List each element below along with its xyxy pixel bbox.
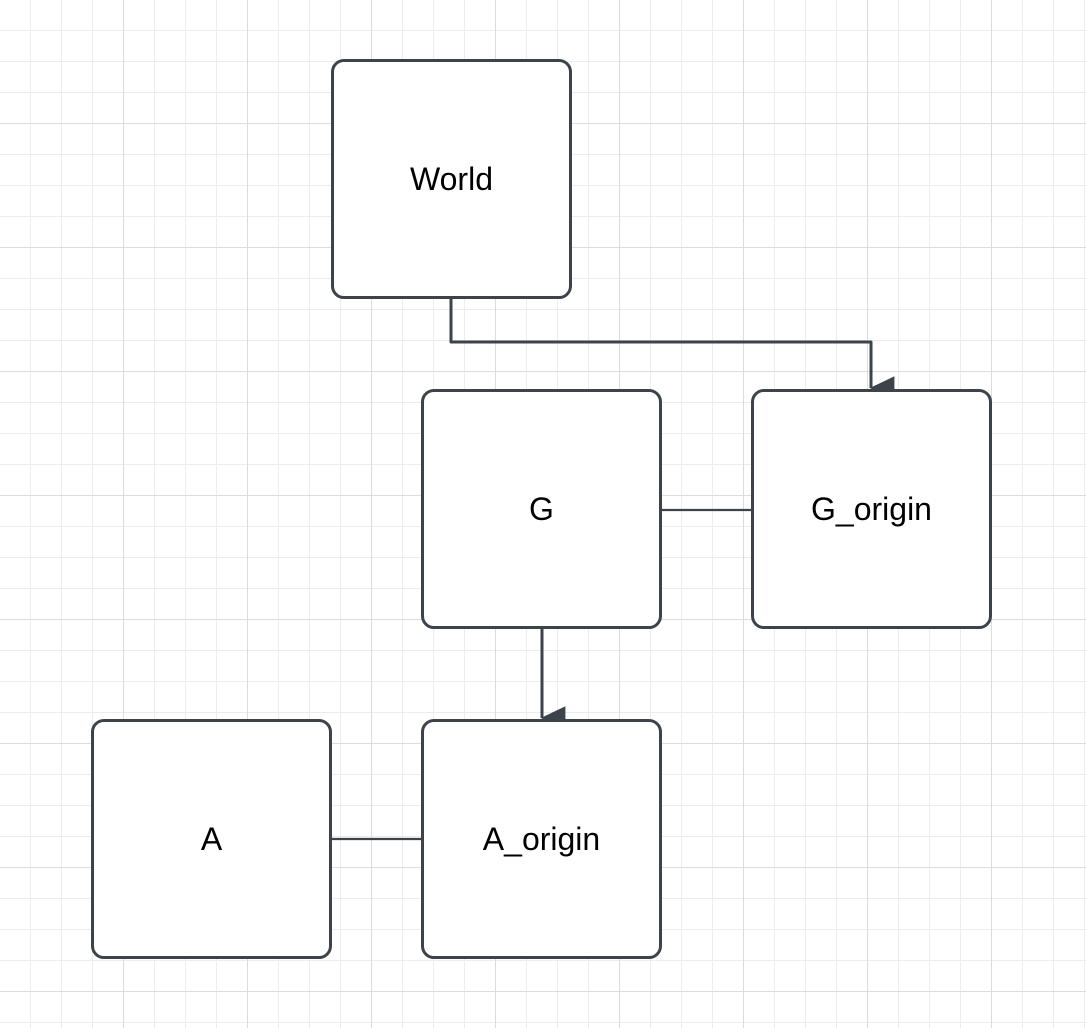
node-label-a-origin: A_origin <box>482 821 601 857</box>
node-world[interactable]: World <box>331 59 572 299</box>
node-label-world: World <box>410 161 493 197</box>
edge-world-to-g-origin <box>449 299 895 400</box>
node-a-origin[interactable]: A_origin <box>421 719 662 959</box>
node-g-origin[interactable]: G_origin <box>751 389 992 629</box>
node-label-g: G <box>529 491 554 527</box>
node-label-g-origin: G_origin <box>811 491 932 527</box>
node-label-a: A <box>200 821 223 857</box>
node-a[interactable]: A <box>91 719 332 959</box>
node-g[interactable]: G <box>421 389 662 629</box>
